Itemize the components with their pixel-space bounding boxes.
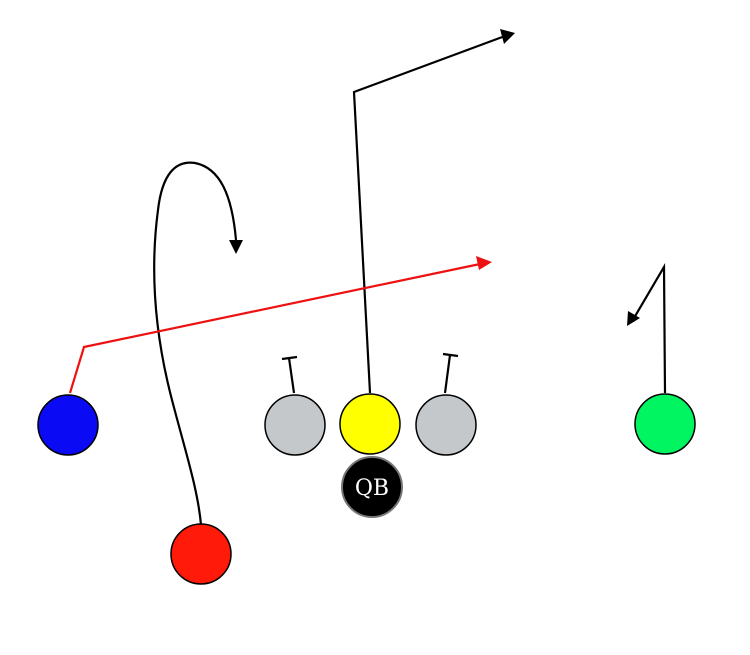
blue-receiver-shallow-cross-route — [68, 262, 481, 394]
red-receiver-curl-route — [153, 161, 238, 526]
center-post-corner-route — [352, 34, 506, 394]
left-lineman-block-line — [287, 357, 296, 394]
center-marker — [339, 393, 401, 455]
quarterback-marker — [341, 456, 403, 518]
center-route-arrowhead — [500, 29, 515, 44]
left-lineman-block-cap — [281, 355, 298, 361]
blue-receiver-route-arrowhead — [476, 256, 492, 270]
right-lineman-block-line — [443, 354, 452, 394]
green-receiver-comeback-route — [633, 263, 667, 394]
green-receiver-route-arrowhead — [627, 311, 640, 326]
green-receiver-marker — [634, 393, 696, 455]
red-receiver-route-arrowhead — [229, 240, 243, 254]
right-lineman-block-cap — [442, 352, 459, 358]
quarterback-label: QB — [355, 476, 389, 501]
left-lineman-marker — [264, 394, 326, 456]
blue-receiver-marker — [37, 394, 99, 456]
right-lineman-marker — [415, 394, 477, 456]
red-receiver-marker — [170, 523, 232, 585]
